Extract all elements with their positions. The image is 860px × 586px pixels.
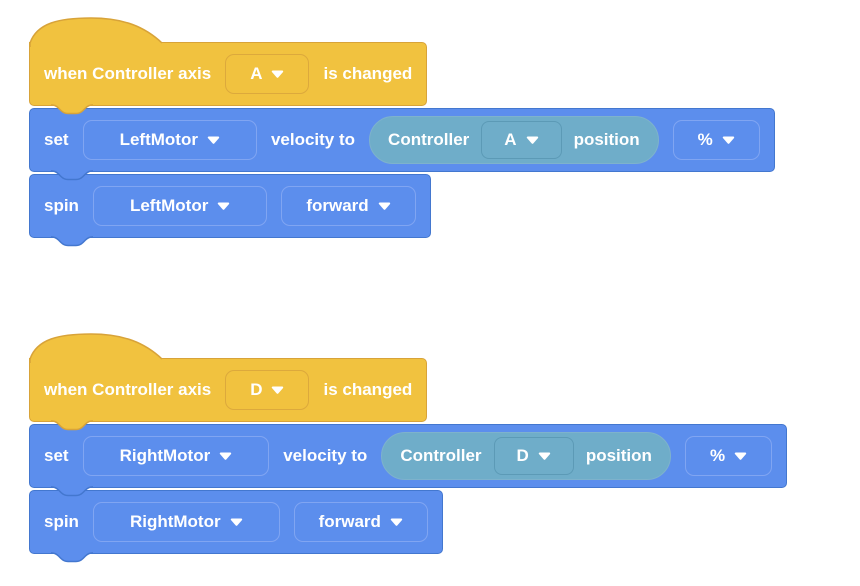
controller-position-reporter[interactable]: Controller D position [381, 432, 671, 480]
hat-block-when-axis-changed[interactable]: when Controller axis A is changed [28, 17, 428, 115]
spin-block[interactable]: spin RightMotor forward [29, 490, 443, 563]
axis-dropdown-value: A [250, 64, 263, 83]
axis-dropdown[interactable]: D [225, 370, 310, 410]
motor-dropdown-value: RightMotor [129, 512, 221, 531]
block-stack-left-motor: when Controller axis A is changed set Le… [28, 17, 775, 247]
dropdown-caret-icon [272, 70, 284, 78]
motor-dropdown[interactable]: LeftMotor [82, 120, 257, 160]
dropdown-caret-icon [734, 452, 747, 460]
block-nub-shape [51, 232, 93, 247]
controller-label: Controller [388, 130, 470, 149]
dropdown-caret-icon [722, 136, 734, 144]
reporter-axis-dropdown[interactable]: D [493, 437, 574, 475]
axis-dropdown-value: D [250, 380, 263, 399]
dropdown-caret-icon [207, 136, 220, 144]
dropdown-caret-icon [272, 386, 284, 394]
spin-label: spin [44, 512, 79, 531]
hat-label-before: when Controller axis [44, 380, 212, 399]
dropdown-caret-icon [538, 452, 551, 460]
direction-dropdown-value: forward [318, 512, 381, 531]
hat-dome-shape [28, 17, 163, 47]
controller-position-reporter[interactable]: Controller A position [369, 116, 659, 164]
hat-label-after: is changed [323, 64, 413, 83]
axis-dropdown[interactable]: A [225, 54, 310, 94]
reporter-axis-dropdown[interactable]: A [481, 121, 562, 159]
hat-label-after: is changed [323, 380, 413, 399]
position-label: position [585, 446, 652, 465]
velocity-to-label: velocity to [270, 130, 356, 149]
controller-label: Controller [400, 446, 482, 465]
set-label: set [44, 130, 69, 149]
position-label: position [573, 130, 640, 149]
direction-dropdown[interactable]: forward [293, 502, 428, 542]
direction-dropdown-value: forward [306, 196, 369, 215]
spin-label: spin [44, 196, 79, 215]
motor-dropdown[interactable]: RightMotor [92, 502, 280, 542]
unit-dropdown-value: % [697, 130, 713, 149]
motor-dropdown-value: LeftMotor [129, 196, 209, 215]
block-stack-right-motor: when Controller axis D is changed set Ri… [28, 333, 788, 563]
motor-dropdown[interactable]: RightMotor [82, 436, 270, 476]
block-nub-shape [51, 548, 93, 563]
motor-dropdown-value: RightMotor [119, 446, 211, 465]
dropdown-caret-icon [230, 518, 242, 526]
hat-block-when-axis-changed[interactable]: when Controller axis D is changed [28, 333, 428, 431]
velocity-to-label: velocity to [283, 446, 368, 465]
hat-dome-shape [28, 333, 163, 363]
set-label: set [44, 446, 69, 465]
unit-dropdown-value: % [709, 446, 726, 465]
spin-block[interactable]: spin LeftMotor forward [29, 174, 431, 247]
reporter-axis-value: D [516, 446, 529, 465]
set-velocity-block[interactable]: set RightMotor velocity to Controller D … [29, 424, 788, 497]
dropdown-caret-icon [378, 202, 390, 210]
direction-dropdown[interactable]: forward [281, 186, 416, 226]
motor-dropdown[interactable]: LeftMotor [92, 186, 268, 226]
unit-dropdown[interactable]: % [684, 436, 773, 476]
dropdown-caret-icon [526, 136, 538, 144]
hat-label-before: when Controller axis [44, 64, 212, 83]
reporter-axis-value: A [504, 130, 517, 149]
unit-dropdown[interactable]: % [672, 120, 760, 160]
dropdown-caret-icon [220, 452, 232, 460]
motor-dropdown-value: LeftMotor [119, 130, 198, 149]
dropdown-caret-icon [218, 202, 230, 210]
dropdown-caret-icon [390, 518, 403, 526]
set-velocity-block[interactable]: set LeftMotor velocity to Controller A p… [29, 108, 775, 181]
